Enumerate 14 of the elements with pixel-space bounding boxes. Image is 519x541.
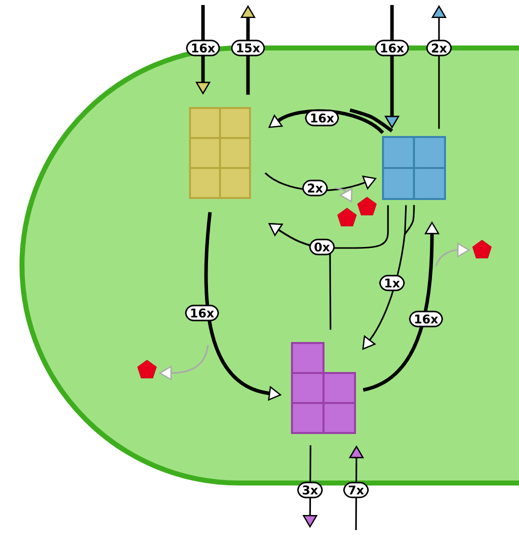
edge-label: 16x [305, 110, 339, 126]
edge-label: 16x [186, 40, 220, 56]
pentagon [357, 196, 377, 216]
tile-grid [291, 342, 356, 434]
edge-label: 16x [185, 304, 219, 322]
pentagon [472, 240, 492, 258]
edge-label: 16x [409, 310, 443, 328]
pentagon [137, 360, 157, 378]
edge-label: 16x [375, 40, 409, 56]
pentagon [337, 208, 357, 226]
arrow [362, 205, 415, 350]
tile-grid [382, 136, 446, 200]
edge-label: 15x [231, 40, 265, 56]
tile-grid [189, 107, 251, 199]
